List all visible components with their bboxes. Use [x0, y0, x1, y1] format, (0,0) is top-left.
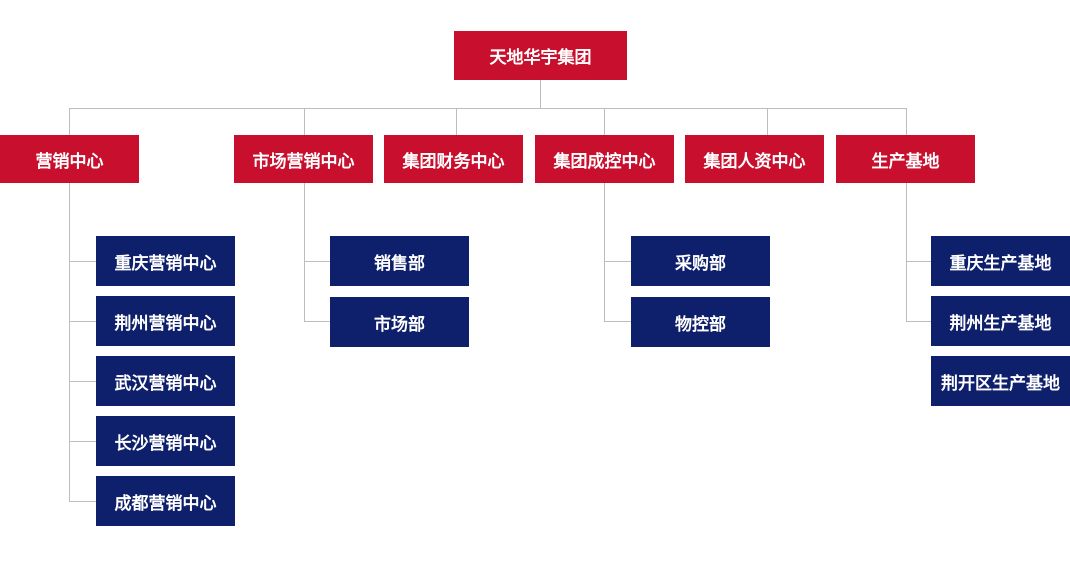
sub-node: 销售部 — [330, 236, 469, 286]
sub-node: 成都营销中心 — [96, 476, 235, 526]
connector-branch-6 — [906, 183, 907, 321]
sub-node: 市场部 — [330, 297, 469, 347]
org-root-node: 天地华宇集团 — [454, 31, 627, 80]
connector-dept-2 — [304, 108, 305, 135]
connector-branch-4 — [604, 183, 605, 321]
connector-dept-1 — [69, 108, 70, 135]
sub-node: 物控部 — [631, 297, 770, 347]
connector-leaf — [604, 321, 631, 322]
sub-node: 重庆营销中心 — [96, 236, 235, 286]
sub-node: 采购部 — [631, 236, 770, 286]
connector-root-down — [540, 80, 541, 108]
connector-leaf — [604, 261, 631, 262]
connector-leaf — [304, 321, 330, 322]
dept-node-market-sales: 市场营销中心 — [234, 135, 373, 183]
sub-node: 长沙营销中心 — [96, 416, 235, 466]
dept-node-marketing: 营销中心 — [0, 135, 139, 183]
sub-node: 重庆生产基地 — [931, 236, 1070, 286]
connector-main-horizontal — [69, 108, 906, 109]
sub-node: 荆开区生产基地 — [931, 356, 1070, 406]
dept-node-cost-control: 集团成控中心 — [535, 135, 674, 183]
dept-node-production: 生产基地 — [836, 135, 975, 183]
connector-dept-6 — [906, 108, 907, 135]
connector-branch-1 — [69, 183, 70, 501]
connector-leaf — [69, 321, 96, 322]
sub-node: 武汉营销中心 — [96, 356, 235, 406]
connector-dept-4 — [604, 108, 605, 135]
connector-leaf — [906, 321, 931, 322]
connector-leaf — [69, 381, 96, 382]
connector-leaf — [69, 501, 96, 502]
connector-branch-2 — [304, 183, 305, 321]
connector-dept-5 — [767, 108, 768, 135]
connector-dept-3 — [456, 108, 457, 135]
dept-node-finance: 集团财务中心 — [384, 135, 523, 183]
connector-leaf — [69, 261, 96, 262]
connector-leaf — [906, 261, 931, 262]
connector-leaf — [304, 261, 330, 262]
dept-node-hr: 集团人资中心 — [685, 135, 824, 183]
sub-node: 荆州生产基地 — [931, 296, 1070, 346]
sub-node: 荆州营销中心 — [96, 296, 235, 346]
connector-leaf — [69, 441, 96, 442]
